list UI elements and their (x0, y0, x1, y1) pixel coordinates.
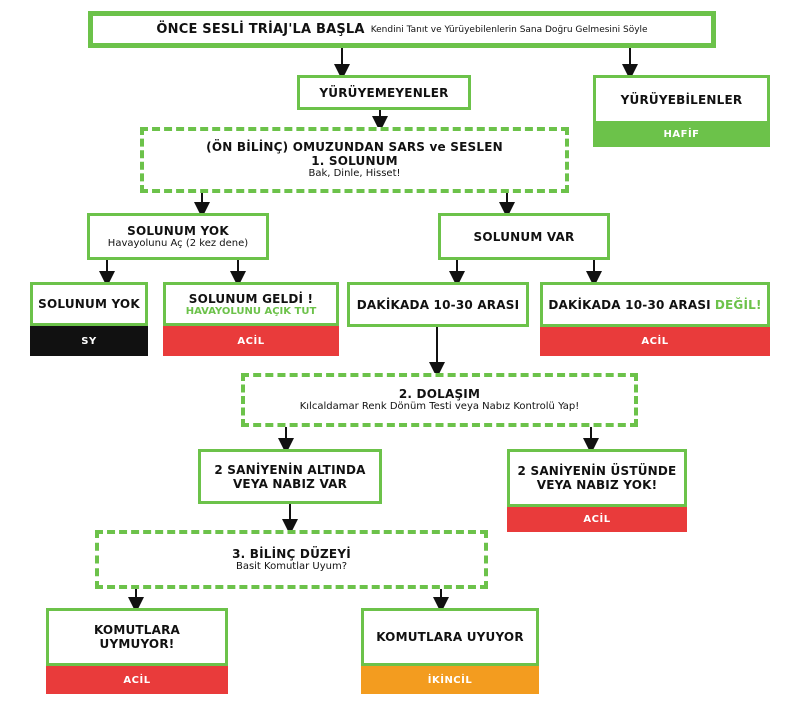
breathing-check-line1: (ÖN BİLİNÇ) OMUZUNDAN SARS ve SESLEN (206, 140, 503, 154)
non-walkers-box: YÜRÜYEMEYENLER (297, 75, 471, 110)
not-obeying-line1: KOMUTLARA (93, 623, 181, 637)
cap-under-line2: VEYA NABIZ VAR (232, 476, 348, 491)
obeying-tag: İKİNCİL (361, 666, 539, 694)
obeying-box: KOMUTLARA UYUYOR (361, 608, 539, 666)
consciousness-text: Basit Komutlar Uyum? (235, 560, 348, 572)
rate-abnormal-tag: ACİL (540, 327, 770, 356)
rate-normal-box: DAKİKADA 10-30 ARASI (347, 282, 529, 327)
not-obeying-line2: UYMUYOR! (99, 637, 175, 651)
breathing-check-box: (ÖN BİLİNÇ) OMUZUNDAN SARS ve SESLEN 1. … (140, 127, 569, 193)
walkers-title: YÜRÜYEBİLENLER (620, 92, 743, 107)
breathing-returned-text: HAVAYOLUNU AÇIK TUT (185, 305, 317, 317)
not-obeying-box: KOMUTLARA UYMUYOR! (46, 608, 228, 666)
cap-over-line2: VEYA NABIZ YOK! (536, 478, 658, 492)
circulation-box: 2. DOLAŞIM Kılcaldamar Renk Dönüm Testi … (241, 373, 638, 427)
non-walkers-title: YÜRÜYEMEYENLER (319, 85, 449, 100)
breathing-check-line2: 1. SOLUNUM (311, 154, 398, 168)
not-obeying-tag: ACİL (46, 666, 228, 694)
rate-normal-title: DAKİKADA 10-30 ARASI (356, 297, 520, 312)
no-breathing-title: SOLUNUM YOK (127, 223, 229, 238)
breathing-returned-title: SOLUNUM GELDİ ! (188, 291, 314, 306)
cap-over-line1: 2 SANİYENİN ÜSTÜNDE (517, 464, 677, 478)
start-title: ÖNCE SESLİ TRİAJ'LA BAŞLA (156, 21, 365, 37)
breathing-title: SOLUNUM VAR (473, 229, 575, 244)
rate-abnormal-box: DAKİKADA 10-30 ARASI DEĞİL! (540, 282, 770, 327)
obeying-title: KOMUTLARA UYUYOR (376, 630, 524, 644)
no-breathing-box: SOLUNUM YOK Havayolunu Aç (2 kez dene) (87, 213, 269, 260)
breathing-check-line3: Bak, Dinle, Hisset! (308, 168, 401, 179)
rate-abnormal-title: DAKİKADA 10-30 ARASI (548, 297, 711, 312)
cap-under-box: 2 SANİYENİN ALTINDA VEYA NABIZ VAR (198, 449, 382, 504)
walkers-tag: HAFİF (593, 122, 770, 147)
circulation-title: 2. DOLAŞIM (398, 387, 481, 401)
cap-over-tag: ACİL (507, 507, 687, 532)
rate-abnormal-highlight: DEĞİL! (714, 297, 762, 312)
consciousness-box: 3. BİLİNÇ DÜZEYİ Basit Komutlar Uyum? (95, 530, 488, 589)
no-breathing-text: Havayolunu Aç (2 kez dene) (107, 237, 249, 249)
breathing-box: SOLUNUM VAR (438, 213, 610, 260)
start-text: Kendini Tanıt ve Yürüyebilenlerin Sana D… (370, 24, 648, 35)
sy-tag: SY (30, 326, 148, 356)
consciousness-title: 3. BİLİNÇ DÜZEYİ (232, 546, 351, 561)
still-no-breathing-box: SOLUNUM YOK (30, 282, 148, 326)
cap-under-line1: 2 SANİYENİN ALTINDA (214, 462, 366, 477)
start-box: ÖNCE SESLİ TRİAJ'LA BAŞLA Kendini Tanıt … (88, 11, 716, 48)
breathing-returned-box: SOLUNUM GELDİ ! HAVAYOLUNU AÇIK TUT (163, 282, 339, 326)
walkers-box: YÜRÜYEBİLENLER (593, 75, 770, 124)
breathing-returned-tag: ACİL (163, 326, 339, 356)
still-no-breathing-title: SOLUNUM YOK (38, 297, 140, 311)
circulation-text: Kılcaldamar Renk Dönüm Testi veya Nabız … (299, 401, 580, 412)
cap-over-box: 2 SANİYENİN ÜSTÜNDE VEYA NABIZ YOK! (507, 449, 687, 507)
